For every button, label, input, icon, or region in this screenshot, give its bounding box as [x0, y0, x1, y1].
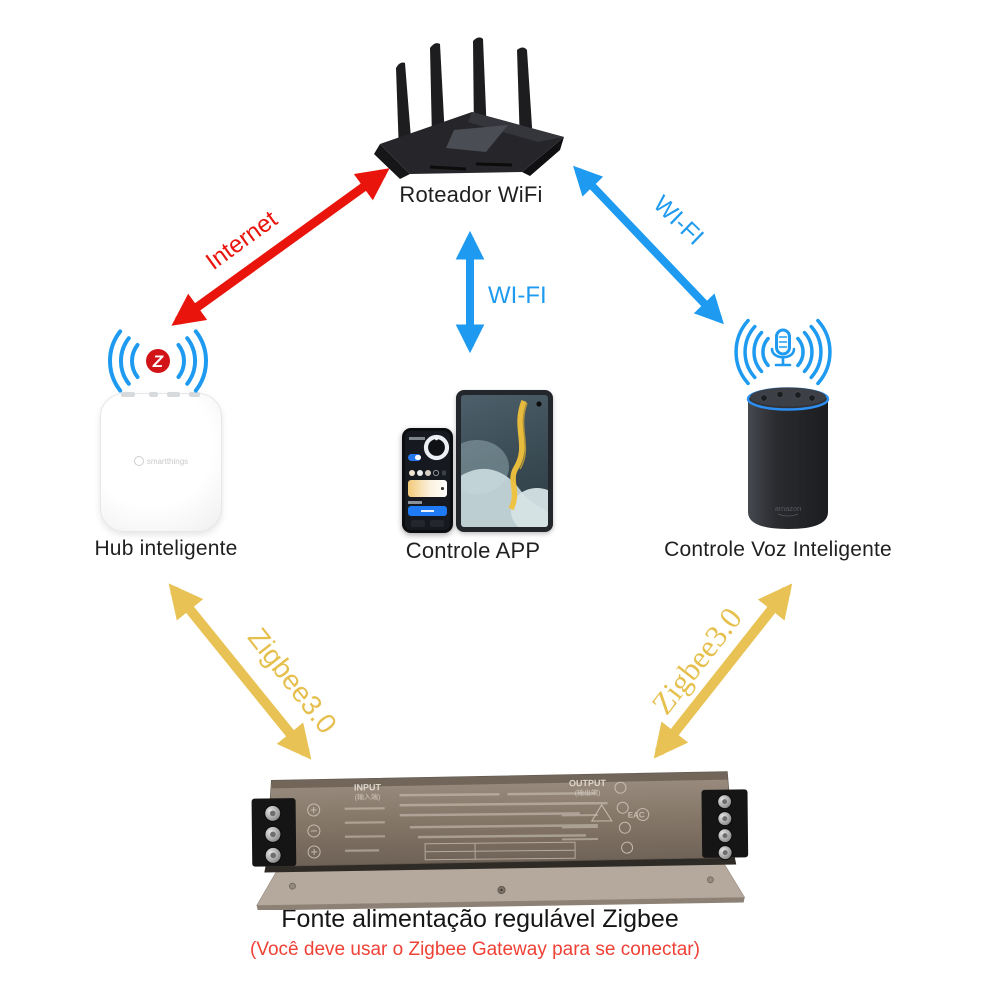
speaker-brand-text: amazon [775, 504, 802, 513]
psu-fine-print [344, 791, 608, 852]
psu-note: (Você deve usar o Zigbee Gateway para se… [250, 939, 700, 960]
app-primary-button [408, 506, 447, 516]
wifi-router-image [374, 37, 564, 179]
hub-brand-ring-icon [133, 456, 144, 466]
tablet-wallpaper [461, 399, 548, 527]
app-label: Controle APP [405, 538, 541, 563]
tablet-screen [461, 395, 548, 527]
psu-terminal-right [701, 789, 749, 861]
smart-speaker-image: amazon [746, 387, 830, 529]
hub-brand-text: smartthings [146, 456, 189, 466]
phone-app-screen [405, 431, 450, 530]
router-label: Roteador WiFi [399, 182, 543, 207]
app-footer-button [411, 520, 425, 527]
brightness-caption [408, 501, 422, 504]
hub-port [121, 392, 135, 397]
microphone-icon [770, 328, 796, 367]
wifi-arrow-right [573, 165, 724, 325]
psu-input-label: INPUT [354, 782, 382, 792]
hub-port [149, 392, 158, 397]
voice-signal-icon [734, 318, 832, 386]
zigbee-arrow-right [653, 583, 793, 759]
color-temp-slider [408, 480, 447, 497]
voice-label: Controle Voz Inteligente [664, 538, 892, 561]
smart-hub-image: smartthings [100, 392, 222, 532]
scene-dots [409, 469, 446, 477]
hub-brand: smartthings [101, 456, 221, 466]
app-footer-button [430, 520, 444, 527]
psu-input-sub: (输入端) [355, 792, 381, 801]
zigbee-signal-icon: Z [107, 329, 209, 393]
internet-arrow [171, 168, 390, 326]
dimmer-dial [423, 434, 450, 461]
phone-image [402, 428, 453, 533]
app-toggle [408, 454, 421, 461]
zigbee-arrow-left [168, 583, 312, 760]
hub-port [167, 392, 180, 397]
psu-cert-mark: EAC [628, 810, 645, 819]
wifi-center-arrow-label: WI-FI [488, 282, 547, 309]
psu-output-label: OUTPUT [569, 778, 607, 788]
zigbee-logo-letter: Z [152, 352, 164, 371]
power-supply-image: INPUT (输入端) OUTPUT (输出端) [251, 771, 749, 910]
tablet-image [456, 390, 553, 532]
app-title-bar [409, 437, 425, 440]
hub-port [189, 392, 200, 397]
zigbee-logo-icon [146, 349, 170, 373]
psu-caption: Fonte alimentação regulável Zigbee [281, 905, 679, 933]
psu-terminal-left [251, 798, 297, 867]
hub-label: Hub inteligente [94, 537, 238, 560]
